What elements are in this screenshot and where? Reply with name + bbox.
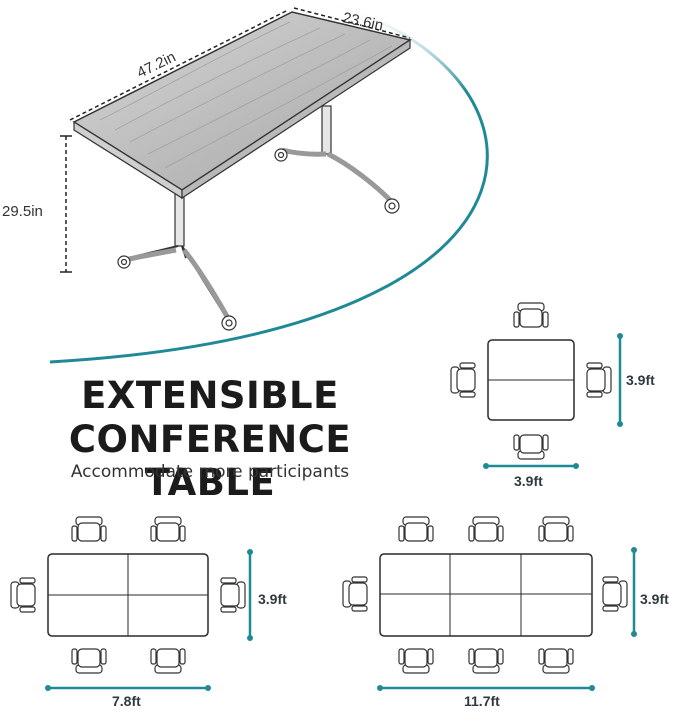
layout-one-bottom-label: 3.9ft bbox=[514, 473, 543, 489]
layout-three-side-label: 3.9ft bbox=[640, 591, 669, 607]
table-leg-left bbox=[117, 189, 231, 321]
layout-one-side-label: 3.9ft bbox=[626, 372, 655, 388]
product-title-line2: CONFERENCE TABLE bbox=[68, 418, 352, 504]
caster-wheel-icon bbox=[117, 148, 400, 331]
dimension-height-line bbox=[60, 135, 72, 273]
layout-two-tables bbox=[10, 516, 253, 691]
dimension-length-line bbox=[69, 9, 289, 121]
layout-two-side-label: 3.9ft bbox=[258, 591, 287, 607]
layout-three-tables bbox=[342, 516, 637, 691]
product-title-line1: EXTENSIBLE bbox=[81, 374, 339, 417]
dimension-width-line bbox=[293, 7, 411, 39]
layout-two-bottom-label: 7.8ft bbox=[112, 693, 141, 709]
dimension-height-label: 29.5in bbox=[2, 203, 43, 220]
table-top-icon bbox=[379, 553, 593, 637]
layout-one-table bbox=[450, 302, 623, 469]
table-illustration bbox=[72, 11, 412, 331]
decorative-arc bbox=[49, 0, 489, 364]
table-top-icon bbox=[72, 11, 412, 200]
layout-three-bottom-label: 11.7ft bbox=[464, 693, 500, 709]
product-subtitle: Accommodate more participants bbox=[70, 462, 350, 482]
